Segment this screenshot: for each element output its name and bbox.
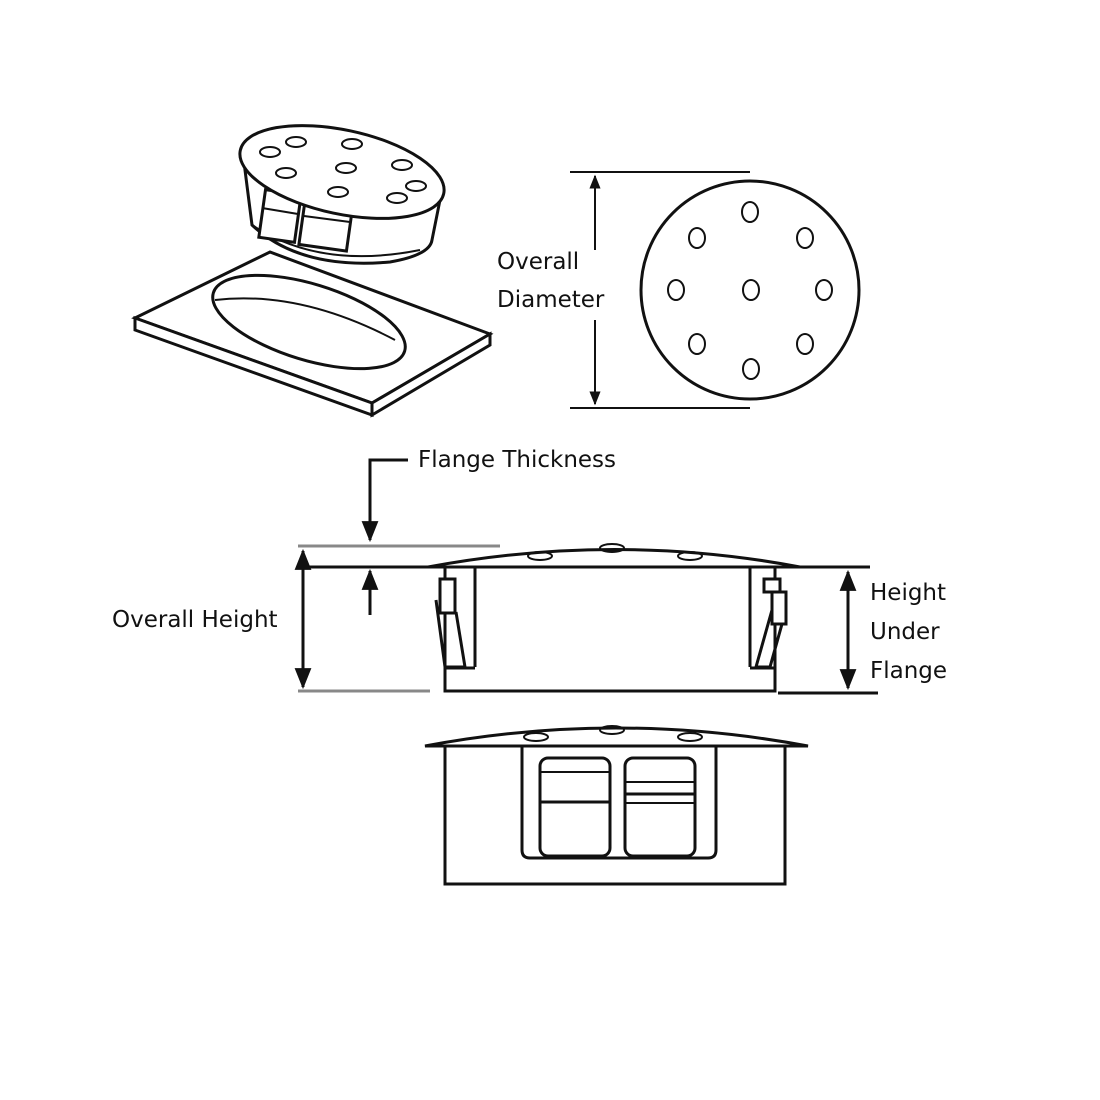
plug-vent-holes [259,136,427,204]
top-view-vent-holes [667,201,833,380]
side-view-plug [427,543,801,693]
isometric-panel-with-hole [131,250,494,418]
top-view-plug [639,179,861,401]
height-under-flange-dimension: Height Under Flange [778,565,953,695]
isometric-plug [238,124,446,265]
left-retaining-clip [434,577,467,669]
overall-height-label: Overall Height [112,607,278,633]
right-retaining-clip [754,577,788,669]
height-under-flange-label: Height Under Flange [870,580,953,684]
overall-diameter-dimension: Overall Diameter [497,171,750,409]
overall-height-dimension: Overall Height [112,548,430,693]
front-view-plug [424,725,809,886]
overall-diameter-label: Overall Diameter [497,249,605,313]
flange-thickness-label: Flange Thickness [418,447,616,473]
flange-thickness-dimension: Flange Thickness [298,447,616,615]
